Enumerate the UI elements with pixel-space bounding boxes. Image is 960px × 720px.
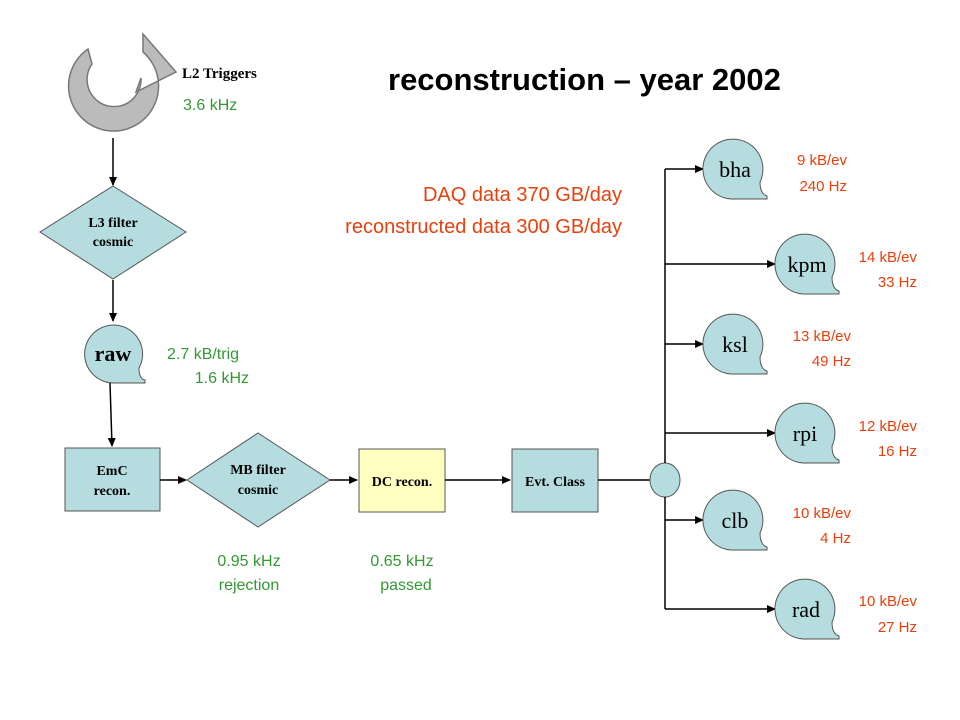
stream-bha-label: bha	[719, 157, 751, 182]
mb-rejection-rate: 0.95 kHz	[217, 553, 280, 570]
emc-recon-node: EmC recon.	[64, 447, 161, 512]
stream-kpm-size: 14 kB/ev	[859, 249, 918, 266]
stream-rpi-label: rpi	[793, 421, 817, 446]
l3-filter-node: L3 filter cosmic	[39, 185, 187, 280]
arrow-raw-to-emc	[107, 382, 116, 447]
mb-rejection-label: rejection	[219, 577, 279, 594]
stream-kpm-label: kpm	[787, 252, 826, 277]
l2-triggers-loop-icon	[67, 31, 178, 132]
reconstructed-data-rate: reconstructed data 300 GB/day	[345, 216, 622, 238]
raw-size: 2.7 kB/trig	[167, 346, 239, 363]
stream-kpm-rate: 33 Hz	[878, 274, 917, 291]
stream-clb-label: clb	[722, 508, 749, 533]
stream-bha-node: bha	[702, 138, 768, 200]
stream-ksl-rate: 49 Hz	[812, 353, 851, 370]
stream-rpi-size: 12 kB/ev	[859, 418, 918, 435]
mb-filter-node: MB filter cosmic	[186, 432, 331, 528]
l2-triggers-label: L2 Triggers	[182, 66, 257, 82]
stream-rpi-node: rpi	[774, 402, 840, 464]
dc-recon-label: DC recon.	[372, 475, 432, 490]
stream-rad-label: rad	[792, 597, 820, 622]
stream-rad-rate: 27 Hz	[878, 619, 917, 636]
raw-rate: 1.6 kHz	[195, 370, 249, 387]
l3-filter-line2: cosmic	[93, 235, 133, 250]
mb-filter-line2: cosmic	[238, 483, 278, 498]
stream-clb-size: 10 kB/ev	[793, 505, 852, 522]
l3-filter-line1: L3 filter	[88, 216, 137, 231]
dc-passed-label: passed	[380, 577, 432, 594]
dc-recon-node: DC recon.	[358, 448, 446, 513]
stream-rad-node: rad	[774, 578, 840, 640]
emc-recon-line2: recon.	[94, 484, 131, 499]
diagram-title: reconstruction – year 2002	[388, 62, 781, 97]
daq-data-rate: DAQ data 370 GB/day	[423, 184, 622, 206]
stream-rad-size: 10 kB/ev	[859, 593, 918, 610]
raw-tape-node: raw	[84, 324, 146, 384]
emc-recon-line1: EmC	[96, 464, 127, 479]
dc-passed-rate: 0.65 kHz	[370, 553, 433, 570]
event-classification-node: Evt. Class	[511, 448, 599, 513]
mb-filter-line1: MB filter	[230, 463, 286, 478]
event-classification-label: Evt. Class	[525, 475, 585, 490]
stream-clb-rate: 4 Hz	[820, 530, 851, 547]
stream-ksl-node: ksl	[702, 313, 768, 375]
stream-kpm-node: kpm	[774, 233, 840, 295]
stream-bha-size: 9 kB/ev	[797, 152, 848, 169]
stream-clb-node: clb	[702, 489, 768, 551]
stream-bha-rate: 240 Hz	[799, 178, 847, 195]
l2-triggers-rate: 3.6 kHz	[183, 97, 237, 114]
stream-splitter-node	[649, 462, 681, 498]
stream-ksl-size: 13 kB/ev	[793, 328, 852, 345]
stream-ksl-label: ksl	[722, 332, 748, 357]
stream-rpi-rate: 16 Hz	[878, 443, 917, 460]
raw-label: raw	[95, 341, 132, 366]
